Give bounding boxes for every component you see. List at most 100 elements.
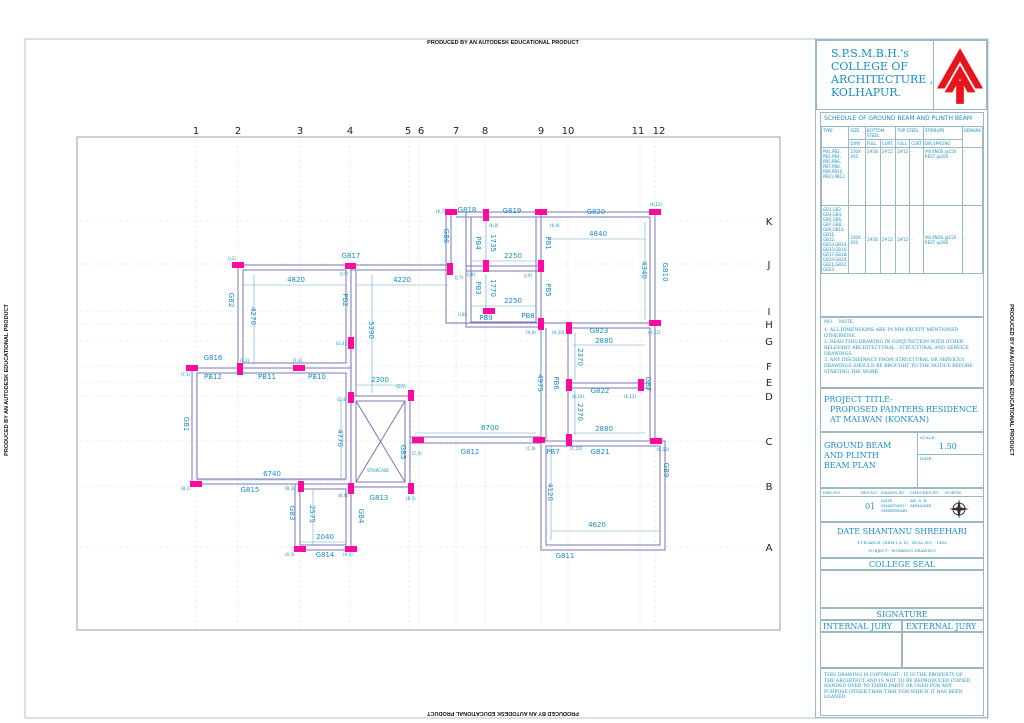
beam-label: GB1 — [182, 417, 190, 432]
column-tag: (A,3) — [285, 552, 295, 557]
header-bottom-steel: BOTTOM STEEL — [864, 126, 897, 140]
column-tag: (J,8) — [467, 272, 476, 277]
cell-top-curt: - — [909, 147, 924, 206]
axis-row-a: A — [766, 543, 773, 554]
college-line: S.P.S.M.B.H.'s — [831, 47, 910, 60]
plan-frame — [76, 136, 781, 631]
dimension-label: 2370 — [576, 403, 584, 421]
internal-jury-header: INTERNAL JURY — [820, 620, 902, 632]
row-axis-labels: K J I H G F E D C B A — [765, 217, 773, 554]
beam-label: G818 — [458, 206, 477, 214]
copyright-text: THIS DRAWING IS COPYRIGHT , IT IS THE PR… — [824, 673, 971, 701]
axis-row-f: F — [766, 362, 772, 373]
column-tag: (C,12) — [657, 447, 670, 452]
external-jury-label: EXTERNAL JURY — [906, 622, 977, 631]
note-text: ANY DISCREPANCY FROM STRUCTURAL OR SERVI… — [824, 358, 973, 375]
column-tag: (B,4) — [338, 493, 348, 498]
column-tag: (J,7) — [455, 275, 464, 280]
beam-label: G813 — [370, 494, 389, 502]
student-name: DATE SHANTANU SHREEHARI — [837, 527, 967, 536]
cell-size: 230X 450 — [848, 205, 866, 274]
dimension-label: 2250 — [504, 252, 522, 260]
college-line: KOLHAPUR. — [831, 86, 902, 99]
beam-schedule: SCHEDULE OF GROUND BEAM AND PLINTH BEAM … — [820, 112, 984, 317]
cell-stirrups: #8 4NOS @150 REST @200 — [922, 205, 964, 274]
drawing-title-section: GROUND BEAM AND PLINTH BEAM PLAN SCALE- … — [820, 432, 984, 488]
dimension-label: 4620 — [588, 521, 606, 529]
axis-col-11: 11 — [632, 126, 645, 137]
beam-label: G812 — [461, 448, 480, 456]
dimension-label: 5390 — [367, 321, 375, 339]
table-row: PB1,PB2, PB3,PB4, PB5,PB6, PB7,PB8, PB9,… — [820, 147, 983, 206]
beam-label: PB1 — [544, 236, 552, 249]
beam-label: GB9 — [662, 463, 670, 478]
note-number: 3. — [824, 358, 829, 363]
axis-row-i: I — [768, 307, 771, 318]
college-header: S.P.S.M.B.H.'s COLLEGE OF ARCHITECTURE ,… — [816, 40, 987, 110]
axis-row-e: E — [766, 378, 772, 389]
dimension-label: 2040 — [316, 533, 334, 541]
header-curt: CURT. — [879, 139, 897, 148]
beam-label: GB6 — [442, 229, 450, 244]
dimension-label: 4270 — [249, 307, 257, 325]
dimension-label: 1770 — [489, 279, 497, 297]
header-size: SIZE — [848, 126, 866, 140]
axis-col-12: 12 — [653, 126, 666, 137]
column-tag: (K,8) — [489, 223, 499, 228]
dimension-label: 4820 — [287, 276, 305, 284]
rev-no-label: REV.NO — [861, 490, 878, 495]
drawing-title-line: AND PLINTH — [824, 451, 879, 460]
dimension-label: 2300 — [371, 376, 389, 384]
header-type: TYPE — [820, 126, 850, 148]
dimension-label: 2370 — [576, 348, 584, 366]
column-tag: (D,4) — [337, 397, 347, 402]
beam-label: PB5 — [544, 283, 552, 296]
beam-label: G815 — [241, 486, 260, 494]
beam-label: G820 — [587, 208, 606, 216]
beam-label: G816 — [204, 354, 223, 362]
axis-col-2: 2 — [235, 126, 241, 137]
project-title-line: AT MALWAN (KONKAN) — [830, 415, 929, 424]
axis-row-g: G — [765, 337, 773, 348]
beam-label: PB8 — [521, 312, 534, 320]
beam-label: PB10 — [308, 373, 326, 381]
beam-label: PB2 — [341, 293, 349, 306]
header-top-steel: TOP STEEL — [895, 126, 924, 140]
beam-label: G817 — [342, 252, 361, 260]
banner-left: PRODUCED BY AN AUTODESK EDUCATIONAL PROD… — [4, 304, 10, 456]
external-jury-sign-area — [902, 632, 984, 668]
note-number: 2. — [824, 340, 829, 345]
columns — [186, 209, 662, 552]
column-tag: (E,10) — [572, 394, 584, 399]
axis-col-7: 7 — [453, 126, 459, 137]
note-item: 1. ALL DIMENSIONS ARE IN MM EXCEPT MENTI… — [824, 328, 980, 340]
internal-jury-sign-area — [820, 632, 902, 668]
column-tag: (K,9) — [550, 223, 560, 228]
axis-col-5: 5 — [405, 126, 411, 137]
beam-label: PB12 — [204, 373, 222, 381]
column-tag: (C,4) — [412, 451, 422, 456]
axis-row-b: B — [766, 482, 773, 493]
rev-no: 01 — [865, 502, 876, 511]
dimension-lines — [197, 220, 660, 545]
column-tags: (J,2) (J,4) (J,7) (F,1) (F,2) (F,3) (G,4… — [181, 202, 670, 557]
date-label: DATE- — [920, 456, 933, 461]
title-block: S.P.S.M.B.H.'s COLLEGE OF ARCHITECTURE ,… — [815, 39, 988, 718]
axis-col-8: 8 — [482, 126, 488, 137]
seal-area — [820, 570, 984, 608]
cell-bottom-full: 2#16 — [864, 147, 881, 206]
column-tag: (F,3) — [293, 358, 303, 363]
column-tag: (B,5) — [406, 496, 416, 501]
column-tag: (J,9) — [524, 273, 533, 278]
axis-col-1: 1 — [193, 126, 199, 137]
column-tag: (K,12) — [650, 202, 663, 207]
north-label: NORTH — [945, 490, 961, 495]
column-tag: (G,4) — [336, 341, 346, 346]
column-tag: (E,11) — [624, 394, 636, 399]
north-arrow-icon — [949, 499, 969, 519]
cell-top-curt: - — [909, 205, 924, 274]
column-tag: (I,8) — [458, 312, 467, 317]
subject: SUBJECT - WORKING DRAWING — [868, 548, 936, 553]
header-full: FULL — [864, 139, 881, 148]
